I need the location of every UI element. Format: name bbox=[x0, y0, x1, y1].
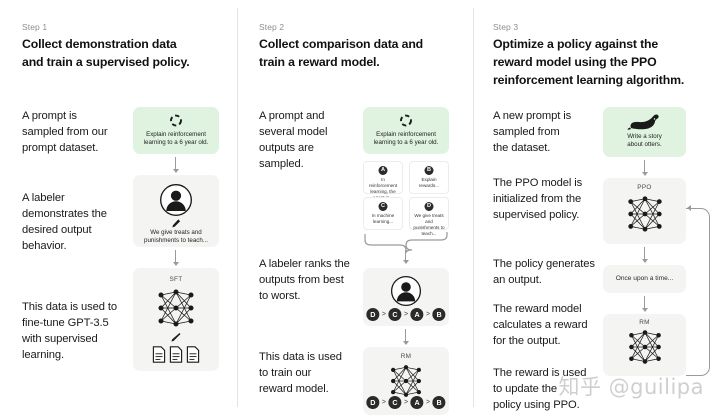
rank-pill-1: D bbox=[366, 308, 380, 321]
column-divider-1 bbox=[237, 8, 238, 407]
pencil-down-arrow-icon bbox=[171, 333, 181, 342]
output-option-c: C In machine learning... bbox=[363, 197, 403, 230]
step-3-output-card: Once upon a time... bbox=[603, 265, 686, 293]
document-icon bbox=[186, 346, 200, 363]
rm-rank-pill-4: B bbox=[432, 396, 446, 409]
documents-icon-group bbox=[152, 346, 200, 363]
step-1-sft-tag: SFT bbox=[169, 276, 183, 283]
person-circle-icon bbox=[390, 275, 422, 307]
step-1-paragraph-2: A labeler demonstrates the desired outpu… bbox=[22, 192, 107, 252]
labeler-ranking: D > C > A > B bbox=[366, 308, 446, 321]
step-1-labeler-caption: We give treats and punishments to teach.… bbox=[144, 229, 208, 245]
output-option-a: A In reinforcement learning, the agent i… bbox=[363, 161, 403, 200]
document-icon bbox=[152, 346, 166, 363]
arrow-prompt-to-labeler bbox=[175, 157, 177, 172]
arrow-ppo-to-output bbox=[644, 247, 646, 262]
option-b-letter: B bbox=[424, 166, 434, 175]
step-2-paragraph-1: A prompt and several model outputs are s… bbox=[259, 110, 328, 170]
step-2-paragraph-3: This data is used to train our reward mo… bbox=[259, 351, 342, 395]
pencil-icon bbox=[172, 219, 181, 228]
otter-icon bbox=[627, 114, 659, 130]
step-1-paragraph-1: A prompt is sampled from our prompt data… bbox=[22, 110, 108, 154]
curly-brace-icon bbox=[364, 232, 448, 254]
dashed-circle-icon bbox=[400, 114, 412, 127]
step-2-rm-tag: RM bbox=[400, 353, 412, 360]
step-3-paragraph-1: A new prompt is sampled from the dataset… bbox=[493, 110, 572, 154]
rank-pill-3: A bbox=[410, 308, 424, 321]
neural-net-icon bbox=[158, 289, 194, 327]
step-1-title: Collect demonstration data and train a s… bbox=[22, 37, 190, 69]
step-3-output-text: Once upon a time... bbox=[615, 275, 674, 282]
step-1-sft-card: SFT bbox=[133, 268, 219, 371]
step-2-column: Step 2 Collect comparison data and train… bbox=[237, 0, 473, 415]
rank-gt: > bbox=[426, 311, 431, 318]
output-option-b: B Explain rewards... bbox=[409, 161, 449, 194]
step-3-prompt-card: Write a story about otters. bbox=[603, 107, 686, 157]
arrow-labeler-to-rm bbox=[405, 329, 407, 344]
step-1-labeler-card: We give treats and punishments to teach.… bbox=[133, 175, 219, 247]
step-1-label: Step 1 bbox=[22, 22, 48, 32]
option-c-text: In machine learning... bbox=[371, 213, 395, 224]
ppo-feedback-arrowhead bbox=[687, 205, 691, 211]
step-3-prompt-caption: Write a story about otters. bbox=[627, 133, 662, 149]
step-3-paragraph-5: The reward is used to update the policy … bbox=[493, 367, 587, 411]
step-1-column: Step 1 Collect demonstration data and tr… bbox=[0, 0, 237, 415]
step-2-rm-card: RM bbox=[363, 347, 449, 415]
arrow-output-to-rm bbox=[644, 296, 646, 311]
option-c-letter: C bbox=[378, 202, 388, 211]
step-3-rm-tag: RM bbox=[639, 319, 650, 326]
rank-pill-2: C bbox=[388, 308, 402, 321]
step-3-rm-card: RM bbox=[603, 314, 686, 376]
rank-gt: > bbox=[426, 399, 431, 406]
ppo-feedback-loop bbox=[686, 208, 710, 376]
step-3-paragraph-4: The reward model calculates a reward for… bbox=[493, 303, 588, 347]
arrow-labeler-to-sft bbox=[175, 250, 177, 265]
rm-rank-pill-2: C bbox=[388, 396, 402, 409]
option-a-letter: A bbox=[378, 166, 388, 175]
neural-net-icon bbox=[391, 365, 421, 397]
step-1-prompt-caption: Explain reinforcement learning to a 6 ye… bbox=[143, 131, 209, 147]
neural-net-icon bbox=[627, 196, 662, 232]
step-2-label: Step 2 bbox=[259, 22, 285, 32]
step-1-paragraph-3: This data is used to fine-tune GPT-3.5 w… bbox=[22, 301, 118, 361]
arrow-prompt-to-ppo bbox=[644, 160, 646, 175]
step-3-paragraph-3: The policy generates an output. bbox=[493, 258, 595, 286]
rank-gt: > bbox=[403, 311, 409, 318]
rank-gt: > bbox=[403, 399, 409, 406]
step-3-paragraph-2: The PPO model is initialized from the su… bbox=[493, 177, 583, 221]
rank-gt: > bbox=[381, 399, 386, 406]
rm-rank-pill-1: D bbox=[366, 396, 380, 409]
rm-rank-pill-3: A bbox=[410, 396, 424, 409]
column-divider-2 bbox=[473, 8, 474, 407]
dashed-circle-icon bbox=[170, 114, 182, 127]
step-3-label: Step 3 bbox=[493, 22, 519, 32]
step-2-prompt-caption: Explain reinforcement learning to a 6 ye… bbox=[373, 131, 439, 147]
step-2-title: Collect comparison data and train a rewa… bbox=[259, 37, 424, 69]
step-3-title: Optimize a policy against the reward mod… bbox=[493, 37, 685, 87]
rank-gt: > bbox=[381, 311, 386, 318]
person-circle-icon bbox=[160, 184, 192, 216]
arrow-options-to-labeler bbox=[405, 250, 407, 263]
option-b-text: Explain rewards... bbox=[418, 177, 440, 188]
output-option-d: D We give treats and punishments to teac… bbox=[409, 197, 449, 236]
option-d-text: We give treats and punishments to teach.… bbox=[413, 213, 445, 236]
step-3-column: Step 3 Optimize a policy against the rew… bbox=[473, 0, 720, 415]
neural-net-icon bbox=[628, 330, 661, 364]
reward-model-ranking: D > C > A > B bbox=[366, 396, 446, 409]
step-1-prompt-card: Explain reinforcement learning to a 6 ye… bbox=[133, 107, 219, 154]
document-icon bbox=[169, 346, 183, 363]
step-3-ppo-card: PPO bbox=[603, 178, 686, 244]
step-2-prompt-card: Explain reinforcement learning to a 6 ye… bbox=[363, 107, 449, 154]
option-d-letter: D bbox=[424, 202, 434, 211]
step-3-ppo-tag: PPO bbox=[637, 184, 652, 191]
step-2-paragraph-2: A labeler ranks the outputs from best to… bbox=[259, 258, 350, 302]
step-2-labeler-card: D > C > A > B bbox=[363, 268, 449, 326]
rank-pill-4: B bbox=[432, 308, 446, 321]
